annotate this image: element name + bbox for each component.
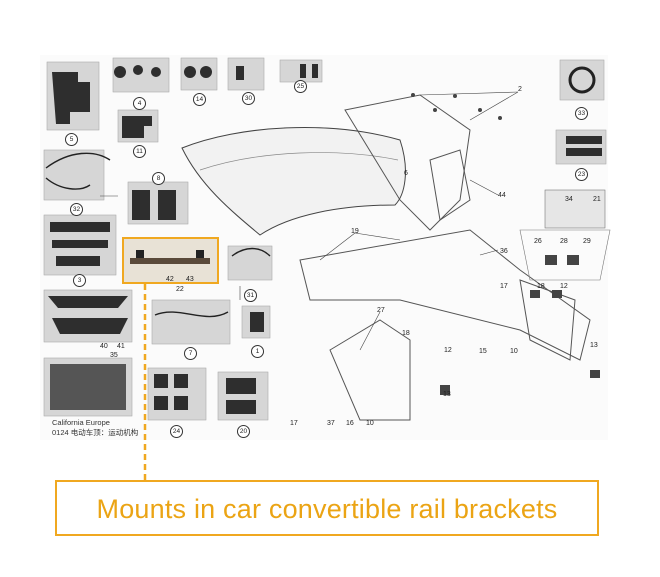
callout-30: 30 (242, 92, 255, 105)
part-label-16: 16 (346, 420, 354, 427)
callout-32: 32 (70, 203, 83, 216)
part-label-26: 26 (534, 238, 542, 245)
part-label-28: 28 (560, 238, 568, 245)
part-label-13: 13 (590, 342, 598, 349)
caption-box: Mounts in car convertible rail brackets (55, 480, 599, 536)
part-label-17b: 17 (290, 420, 298, 427)
part-label-34: 34 (565, 196, 573, 203)
callout-14: 14 (193, 93, 206, 106)
part-label-43: 43 (186, 276, 194, 283)
diagram-footnote: California Europe 0124 电动车顶：运动机构 (52, 418, 138, 438)
part-label-41: 41 (117, 343, 125, 350)
part-label-13b: 13 (443, 391, 451, 398)
part-label-18: 18 (537, 283, 545, 290)
callout-33: 33 (575, 107, 588, 120)
part-label-12b: 12 (444, 347, 452, 354)
part-label-12: 12 (560, 283, 568, 290)
callout-24: 24 (170, 425, 183, 438)
callout-23: 23 (575, 168, 588, 181)
part-label-17: 17 (500, 283, 508, 290)
callout-5: 5 (65, 133, 78, 146)
part-label-18b: 18 (402, 330, 410, 337)
callout-31: 31 (244, 289, 257, 302)
part-label-29: 29 (583, 238, 591, 245)
part-label-36: 36 (500, 248, 508, 255)
footnote-line-1: California Europe (52, 418, 110, 427)
callout-3: 3 (73, 274, 86, 287)
callout-20: 20 (237, 425, 250, 438)
caption-text: Mounts in car convertible rail brackets (96, 494, 558, 524)
callout-11: 11 (133, 145, 146, 158)
part-label-10: 10 (510, 348, 518, 355)
part-label-19: 19 (351, 228, 359, 235)
part-label-21: 21 (593, 196, 601, 203)
callout-4: 4 (133, 97, 146, 110)
callout-1: 1 (251, 345, 264, 358)
footnote-line-2: 0124 电动车顶：运动机构 (52, 428, 139, 437)
part-label-40: 40 (100, 343, 108, 350)
callout-8: 8 (152, 172, 165, 185)
part-label-15: 15 (479, 348, 487, 355)
part-label-27: 27 (377, 307, 385, 314)
part-label-37: 37 (327, 420, 335, 427)
callout-7: 7 (184, 347, 197, 360)
part-label-22: 22 (176, 286, 184, 293)
part-label-10b: 10 (366, 420, 374, 427)
part-label-42: 42 (166, 276, 174, 283)
part-label-6: 6 (404, 170, 408, 177)
part-label-44: 44 (498, 192, 506, 199)
part-label-35: 35 (110, 352, 118, 359)
callout-25: 25 (294, 80, 307, 93)
part-label-2: 2 (518, 86, 522, 93)
